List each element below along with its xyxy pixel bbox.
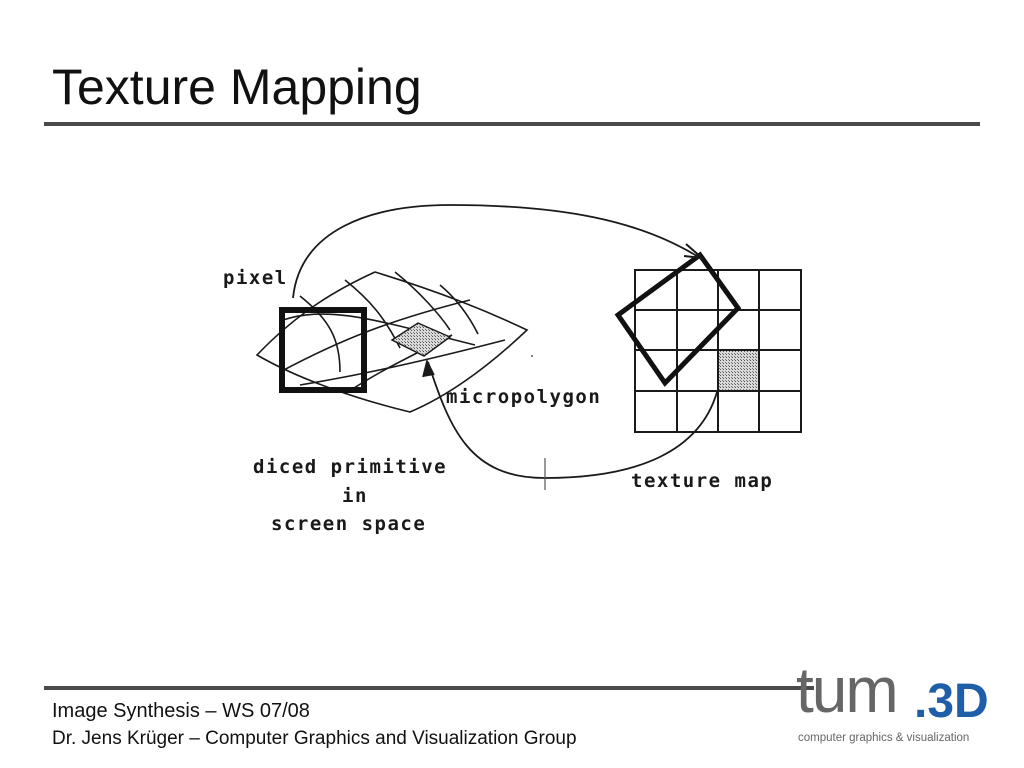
footer-divider	[44, 686, 814, 690]
mesh-outline	[255, 271, 529, 413]
arrow-head-top	[683, 243, 706, 260]
arrow-pixel-to-texture	[292, 204, 701, 299]
title-divider	[44, 122, 980, 126]
pixel-footprint	[614, 251, 742, 387]
arrow-head-bottom	[422, 358, 435, 378]
footer-course: Image Synthesis – WS 07/08	[52, 700, 310, 722]
texture-map-grid	[634, 269, 802, 433]
label-screen-space: screen space	[271, 513, 427, 535]
logo-tagline: computer graphics & visualization	[798, 732, 970, 744]
slide-title: Texture Mapping	[52, 59, 422, 115]
label-micropolygon: micropolygon	[446, 386, 602, 408]
label-texture-map: texture map	[631, 470, 774, 492]
texture-shaded-cell	[719, 351, 758, 390]
footer-author: Dr. Jens Krüger – Computer Graphics and …	[52, 728, 577, 749]
arrow-texture-to-micropolygon	[427, 361, 718, 479]
tum3d-logo: tum .3D computer graphics & visualizatio…	[796, 658, 996, 754]
logo-main-text: tum	[796, 654, 899, 726]
micropolygon-cell	[390, 322, 452, 357]
mesh-line-u3	[299, 339, 506, 386]
logo-suffix-text: .3D	[914, 675, 989, 728]
pixel-square	[279, 307, 367, 393]
label-pixel: pixel	[223, 267, 288, 289]
label-in: in	[342, 485, 368, 507]
mesh-line-v3	[394, 271, 451, 331]
label-diced-primitive: diced primitive	[253, 456, 448, 478]
mesh-line-v1	[299, 295, 341, 373]
mesh-line-v4	[439, 284, 479, 335]
mesh-line-u2	[279, 299, 471, 373]
scan-dot	[531, 355, 533, 357]
